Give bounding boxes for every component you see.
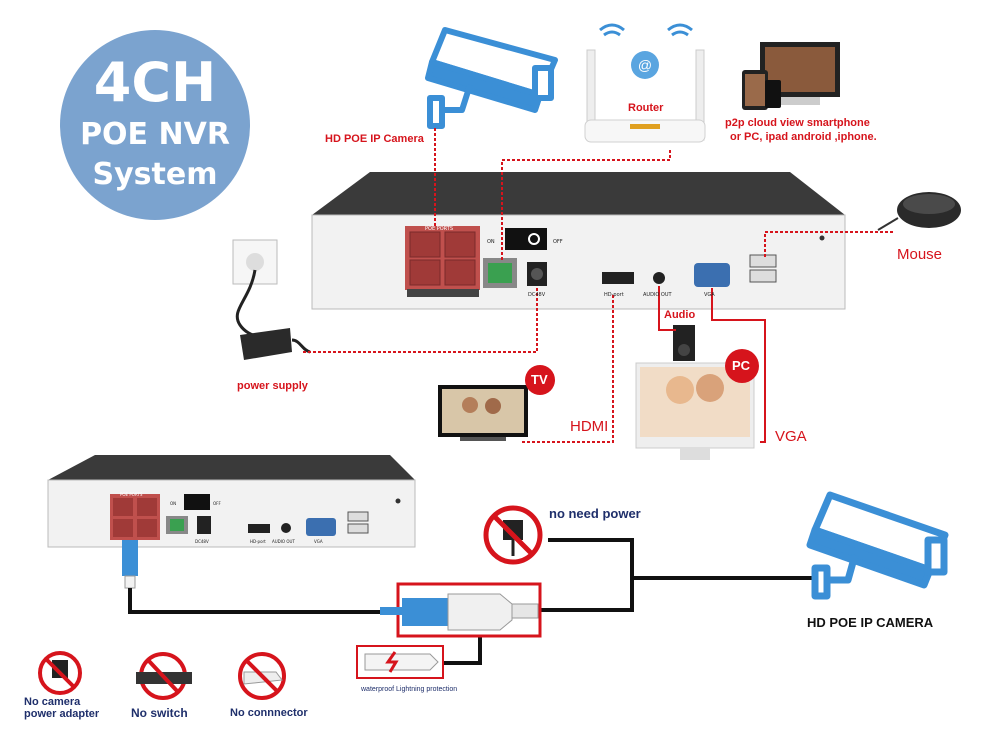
speaker-icon [673, 325, 695, 361]
power-supply-label: power supply [237, 380, 308, 392]
pc-monitor-icon [635, 349, 759, 460]
waterproof-connector [356, 645, 444, 679]
no-connector-label: No connnector [230, 707, 308, 719]
top-connection-lines [302, 128, 893, 443]
panel-top-on: ON [487, 239, 495, 245]
panel-bottom-hd: HD-port [250, 539, 266, 544]
power-supply-icon [232, 239, 311, 360]
camera-bottom-label: HD POE IP CAMERA [807, 615, 934, 630]
panel-bottom-labels: POE PORTS ON OFF DC48V HD-port AUDIO OUT… [120, 492, 323, 544]
connector-box [380, 582, 542, 638]
tv-label: TV [531, 372, 548, 387]
pc-label: PC [732, 358, 751, 373]
svg-text:@: @ [638, 57, 652, 73]
panel-top-poe: POE PORTS [425, 226, 453, 232]
router-icon: @ [584, 23, 706, 143]
panel-bottom-poe: POE PORTS [120, 492, 143, 497]
mouse-icon [877, 192, 961, 231]
p2p-label-line2: or PC, ipad android ,iphone. [730, 131, 877, 143]
top-solid-lines [658, 286, 766, 443]
p2p-label-line1: p2p cloud view smartphone [725, 117, 870, 129]
nvr-top [311, 172, 846, 310]
camera-bottom-icon [806, 491, 949, 600]
bottom-cable [122, 538, 815, 665]
camera-top-label: HD POE IP Camera [325, 133, 424, 145]
panel-bottom-dc: DC48V [195, 539, 209, 544]
camera-top-icon [425, 27, 558, 129]
audio-label: Audio [664, 309, 696, 321]
no-adapter-icon [38, 651, 82, 695]
no-adapter-label-line1: No camera [24, 696, 81, 708]
no-adapter-label-line2: power adapter [24, 708, 100, 720]
badge-subtitle: POE NVR [80, 117, 230, 152]
panel-top-hd: HD-port [604, 292, 624, 298]
panel-top-audio: AUDIO OUT [643, 292, 673, 298]
no-connector-icon [238, 652, 286, 700]
devices-icon [742, 42, 840, 110]
panel-top-off: OFF [553, 239, 563, 245]
system-badge: 4CH POE NVR System [60, 30, 250, 220]
no-switch-label: No switch [131, 706, 188, 720]
no-need-power-label: no need power [549, 506, 641, 521]
panel-bottom-vga: VGA [314, 539, 323, 544]
tv-icon [438, 365, 555, 441]
mouse-label: Mouse [897, 246, 943, 263]
panel-top-dc: DC48V [528, 292, 546, 298]
nvr-bottom [47, 455, 416, 548]
no-power-icon [483, 505, 543, 565]
hdmi-label: HDMI [570, 418, 609, 435]
badge-title: 4CH [93, 51, 217, 114]
panel-top-labels: POE PORTS ON OFF DC48V HD-port AUDIO OUT… [425, 226, 715, 298]
badge-system: System [92, 157, 218, 192]
router-label: Router [628, 102, 664, 114]
panel-bottom-audio: AUDIO OUT [272, 539, 295, 544]
no-switch-icon [136, 652, 192, 700]
panel-bottom-off: OFF [213, 501, 221, 506]
panel-bottom-on: ON [170, 501, 176, 506]
vga-label: VGA [775, 428, 807, 445]
panel-top-vga: VGA [704, 292, 715, 298]
waterproof-label: waterproof Lightning protection [361, 686, 458, 693]
